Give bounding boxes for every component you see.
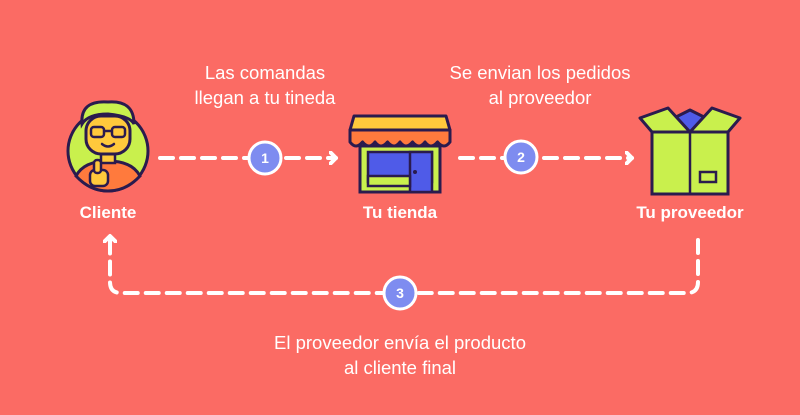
step-3-line-1: El proveedor envía el producto <box>274 332 526 353</box>
open-box-icon <box>638 106 742 196</box>
step-1-line-1: Las comandas <box>204 62 326 83</box>
store-label: Tu tienda <box>362 203 438 222</box>
step-2-line-1: Se envian los pedidos <box>449 62 631 83</box>
step-number-2: 2 <box>517 149 525 165</box>
step-badge-2: 2 <box>503 139 539 175</box>
step-1-description: Las comandas llegan a tu tineda <box>150 60 380 110</box>
step-3-description: El proveedor envía el producto al client… <box>220 330 580 380</box>
step-badge-3: 3 <box>382 275 418 311</box>
client-label: Cliente <box>79 203 137 222</box>
step-2-line-2: al proveedor <box>488 87 592 108</box>
step-number-3: 3 <box>396 285 404 301</box>
step-badge-1: 1 <box>247 140 283 176</box>
step-1-line-2: llegan a tu tineda <box>194 87 336 108</box>
customer-avatar-icon <box>66 100 150 193</box>
supplier-label: Tu proveedor <box>636 203 744 222</box>
storefront-icon <box>348 114 452 194</box>
step-2-description: Se envian los pedidos al proveedor <box>415 60 665 110</box>
step-3-line-2: al cliente final <box>343 357 457 378</box>
step-number-1: 1 <box>261 150 269 166</box>
